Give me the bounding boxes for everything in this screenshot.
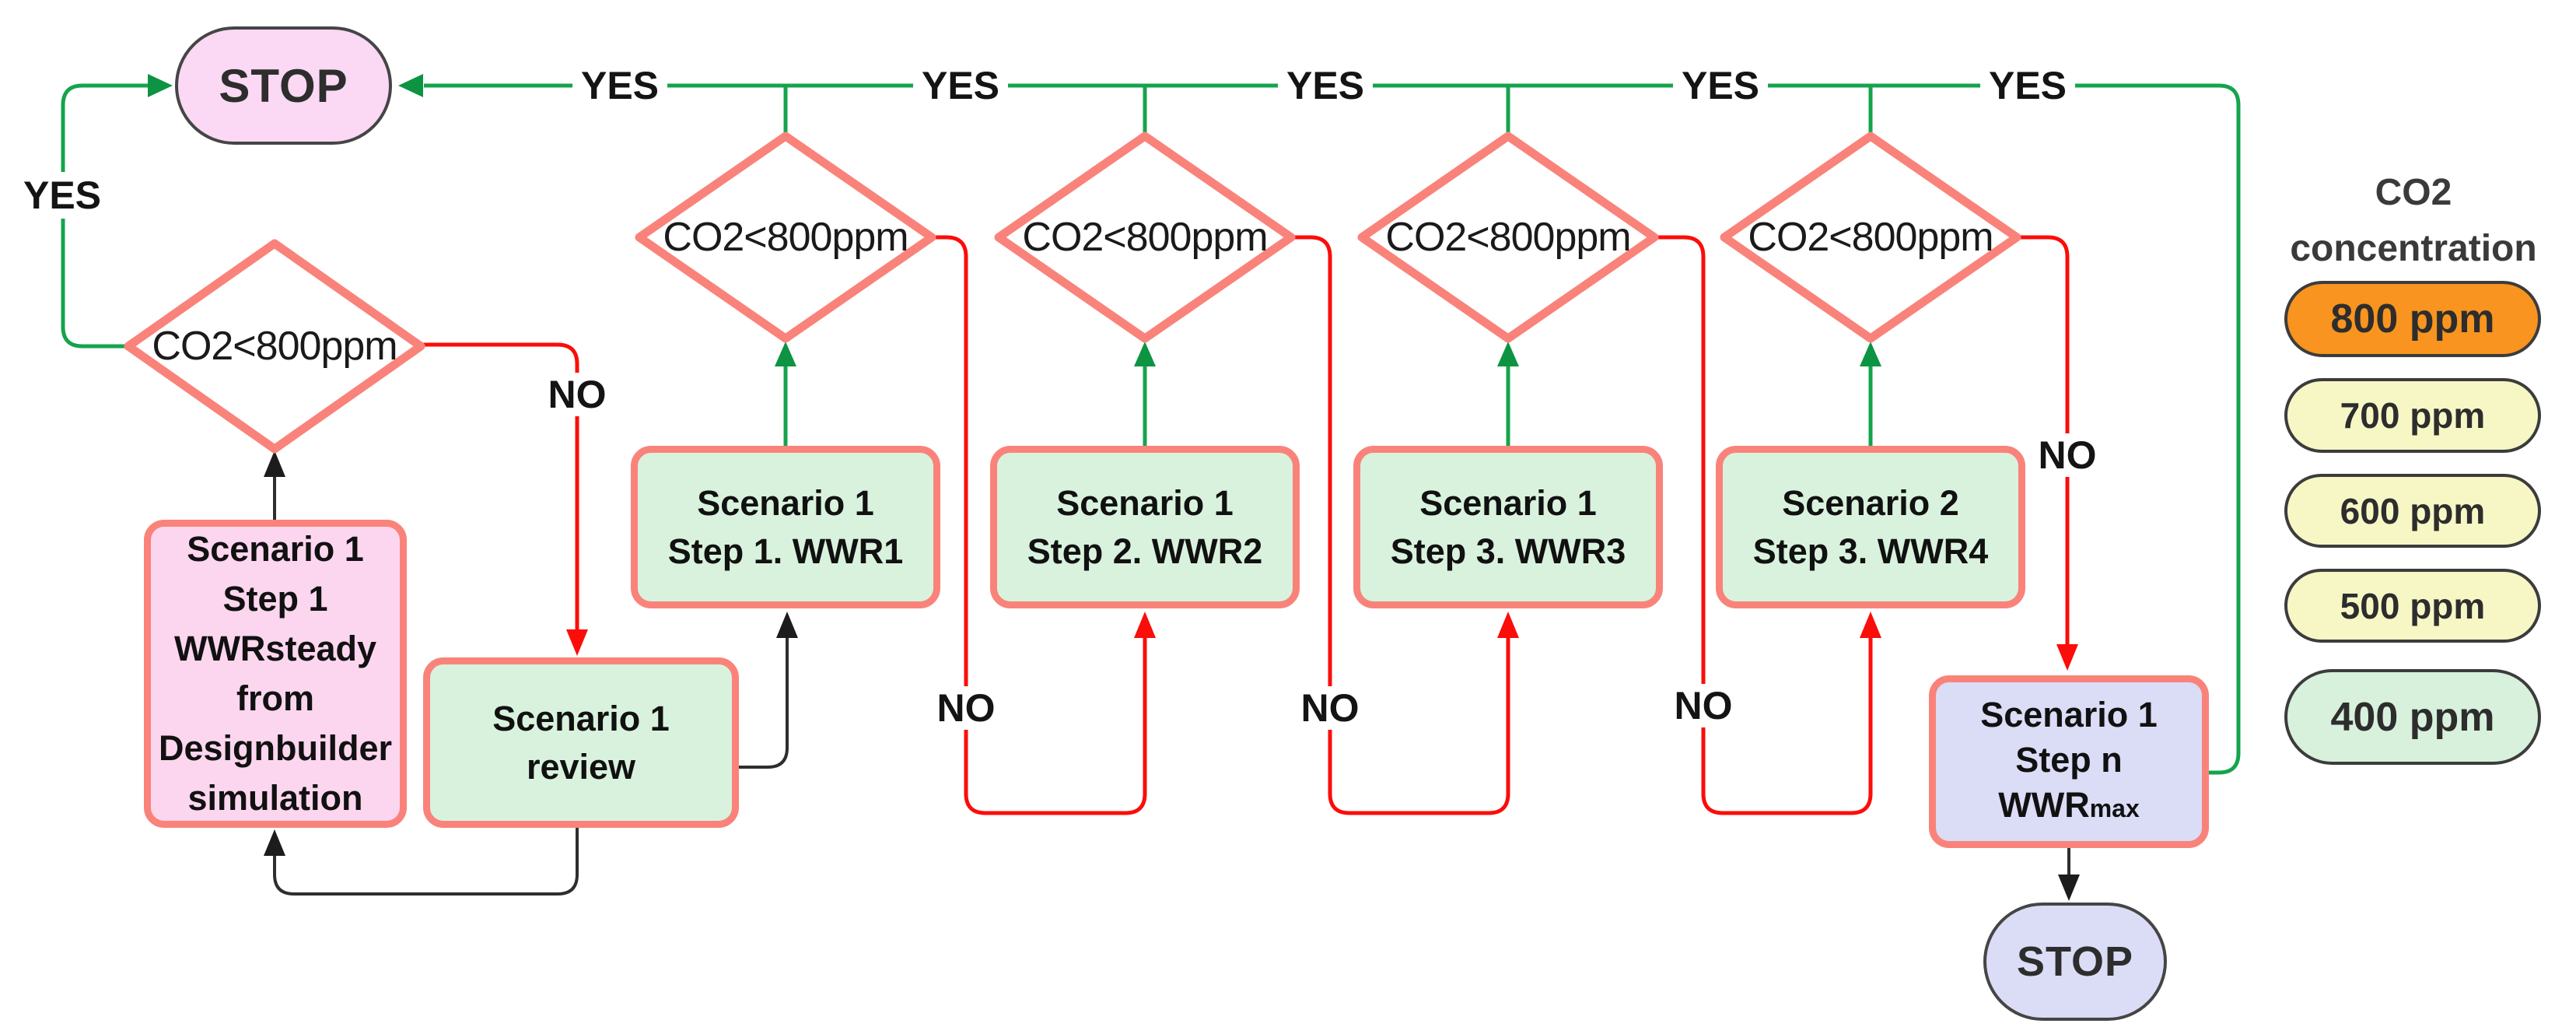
- legend-pill-500: 500 ppm: [2284, 569, 2541, 643]
- decision-diamond-4: [1357, 131, 1659, 343]
- no-label-5: NO: [2028, 433, 2106, 477]
- arrowhead-icon: [775, 342, 796, 366]
- step-box-wwr4: Scenario 2 Step 3. WWR4: [1716, 446, 2025, 608]
- arrowhead-icon: [566, 629, 588, 656]
- wwrmax-line: Step n: [2015, 740, 2123, 780]
- step-box-wwr1: Scenario 1 Step 1. WWR1: [631, 446, 940, 608]
- legend-title: CO2 concentration: [2256, 165, 2571, 277]
- legend-pill-400: 400 ppm: [2284, 669, 2541, 765]
- yes-label-top-4: YES: [1673, 64, 1768, 107]
- wwrmax-main: WWR: [1998, 785, 2090, 825]
- stop-top-label: STOP: [219, 59, 348, 112]
- legend-title-line: CO2: [2375, 172, 2452, 213]
- review-line: review: [526, 746, 636, 787]
- steady-line: Designbuilder: [158, 728, 393, 768]
- arrowhead-icon: [264, 450, 285, 477]
- arrowhead-icon: [398, 74, 423, 97]
- step-box-wwr3: Scenario 1 Step 3. WWR3: [1353, 446, 1663, 608]
- stop-node-bottom: STOP: [1983, 903, 2167, 1021]
- step-line: Scenario 2: [1782, 482, 1959, 523]
- decision-label-1: CO2<800ppm: [152, 324, 397, 369]
- arrowhead-icon: [2056, 644, 2078, 671]
- edge-d2-no: [932, 235, 1147, 815]
- wwrmax-line: WWRmax: [1998, 783, 2140, 831]
- step-line: Scenario 1: [697, 482, 874, 523]
- edge-d5-no: [2017, 235, 2070, 646]
- step-line: Step 1. WWR1: [667, 531, 904, 571]
- edge-d4-no: [1654, 235, 1873, 815]
- legend-title-line: concentration: [2290, 228, 2537, 269]
- decision-label-4: CO2<800ppm: [1385, 215, 1631, 260]
- arrowhead-icon: [776, 612, 798, 638]
- wwrmax-line: Scenario 1: [1980, 695, 2158, 734]
- steady-line: from: [236, 678, 314, 718]
- yes-label-top-5: YES: [1980, 64, 2075, 107]
- yes-label-top-3: YES: [1278, 64, 1373, 107]
- arrowhead-icon: [264, 829, 285, 856]
- wwrmax-subscript: max: [2089, 794, 2140, 822]
- steady-line: Scenario 1: [187, 529, 364, 569]
- yes-label-left: YES: [15, 172, 110, 219]
- step-line: Scenario 1: [1419, 482, 1597, 523]
- arrowhead-icon: [1134, 612, 1156, 638]
- no-label-2: NO: [927, 686, 1005, 730]
- decision-label-2: CO2<800ppm: [663, 215, 908, 260]
- arrowhead-icon: [2058, 875, 2080, 901]
- step-line: Step 3. WWR4: [1752, 531, 1989, 571]
- decision-label-5: CO2<800ppm: [1748, 215, 1993, 260]
- arrowhead-icon: [1860, 612, 1881, 638]
- legend-pill-700: 700 ppm: [2284, 378, 2541, 453]
- arrowhead-icon: [1497, 612, 1519, 638]
- step-line: Scenario 1: [1056, 482, 1234, 523]
- legend-pill-label: 800 ppm: [2330, 296, 2495, 342]
- stop-node-top: STOP: [175, 26, 392, 145]
- steady-line: WWRsteady: [173, 629, 377, 668]
- yes-label-top-2: YES: [913, 64, 1008, 107]
- no-label-4: NO: [1664, 684, 1742, 727]
- decision-label-3: CO2<800ppm: [1022, 215, 1268, 260]
- legend-pill-800: 800 ppm: [2284, 281, 2541, 357]
- decision-diamond-1: [124, 239, 425, 454]
- decision-diamond-3: [994, 131, 1296, 343]
- wwrmax-box: Scenario 1 Step n WWRmax: [1929, 675, 2209, 848]
- stop-bottom-label: STOP: [2016, 938, 2134, 985]
- edge-d1-no: [421, 342, 579, 633]
- steady-line: Step 1: [222, 579, 328, 619]
- review-box: Scenario 1 review: [423, 657, 739, 828]
- decision-diamond-5: [1720, 131, 2021, 343]
- review-line: Scenario 1: [492, 698, 670, 738]
- arrowhead-icon: [1497, 342, 1519, 366]
- no-label-3: NO: [1291, 686, 1369, 730]
- step-box-wwr2: Scenario 1 Step 2. WWR2: [990, 446, 1300, 608]
- legend-pill-label: 500 ppm: [2340, 585, 2486, 626]
- arrowhead-icon: [148, 74, 173, 97]
- steady-box: Scenario 1 Step 1 WWRsteady from Designb…: [144, 520, 407, 828]
- step-line: Step 2. WWR2: [1027, 531, 1263, 571]
- step-line: Step 3. WWR3: [1390, 531, 1626, 571]
- legend-pill-label: 400 ppm: [2330, 694, 2495, 740]
- edge-top-yes: [424, 83, 2241, 775]
- legend-pill-label: 600 ppm: [2340, 490, 2486, 531]
- yes-label-top-1: YES: [572, 64, 667, 107]
- edge-review-wwr1: [739, 633, 789, 769]
- legend-pill-label: 700 ppm: [2340, 395, 2486, 436]
- legend-pill-600: 600 ppm: [2284, 474, 2541, 548]
- arrowhead-icon: [1134, 342, 1156, 366]
- decision-diamond-2: [635, 131, 936, 343]
- no-label-1: NO: [538, 373, 616, 416]
- arrowhead-icon: [1860, 342, 1881, 366]
- edge-review-steady-loop: [273, 828, 579, 896]
- edge-d3-no: [1291, 235, 1510, 815]
- steady-line: simulation: [187, 778, 363, 818]
